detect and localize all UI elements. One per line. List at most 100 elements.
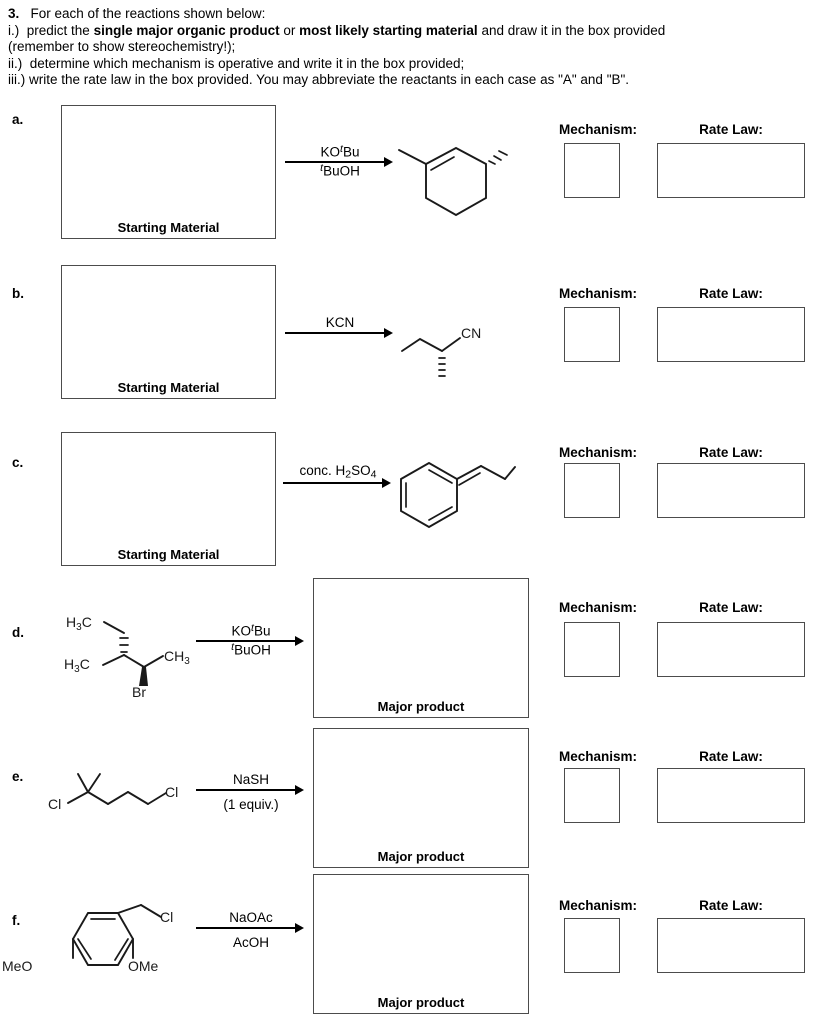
reagent-group-e: NaSH (1 equiv.)	[196, 772, 306, 812]
instruction-text-5: write the rate law in the box provided. …	[29, 72, 630, 88]
mechanism-box-b[interactable]	[564, 307, 620, 362]
instruction-index-iii: iii.)	[8, 72, 26, 88]
rate-law-label-f: Rate Law:	[699, 898, 763, 913]
row-letter-e: e.	[12, 769, 24, 784]
box-caption-e: Major product	[377, 849, 465, 864]
mechanism-box-e[interactable]	[564, 768, 620, 823]
mechanism-label-c: Mechanism:	[558, 445, 638, 460]
answer-box-starting-material-b[interactable]: Starting Material	[61, 265, 276, 399]
reagent-group-f: NaOAc AcOH	[196, 910, 306, 950]
row-letter-c: c.	[12, 455, 24, 470]
atom-label-ch3-d: CH3	[164, 648, 190, 667]
reagent-top-f: NaOAc	[229, 910, 273, 925]
mechanism-label-b: Mechanism:	[558, 286, 638, 301]
box-caption-c: Starting Material	[117, 547, 220, 562]
structure-bromomethylpentane-d: H3C H3C CH3 Br	[62, 605, 202, 700]
instruction-text-1: For each of the reactions shown below:	[30, 6, 266, 21]
instruction-index-ii: ii.)	[8, 55, 23, 71]
instruction-bold-product: single major organic product	[93, 22, 280, 38]
reagent-bottom-a: tBuOH	[285, 162, 395, 178]
reagent-d-buoh: BuOH	[234, 642, 271, 658]
answer-box-starting-material-a[interactable]: Starting Material	[61, 105, 276, 239]
reagent-top-b: KCN	[325, 315, 355, 330]
row-letter-b: b.	[12, 286, 24, 301]
structure-dichloromethylpentane-e: Cl Cl	[48, 765, 183, 823]
reagent-group-a: KOtBu tBuOH	[285, 143, 395, 179]
instruction-index-3: 3.	[8, 6, 20, 21]
reagent-a-ko: KO	[320, 144, 341, 160]
reagent-c-conc-h: conc. H	[299, 463, 346, 478]
instruction-bold-starting-material: most likely starting material	[299, 22, 478, 38]
reagent-a-t: t	[340, 143, 343, 155]
instruction-text-2e: and draw it in the box provided	[477, 22, 666, 38]
atom-label-br-d: Br	[132, 684, 146, 700]
box-caption-d: Major product	[377, 699, 465, 714]
rate-law-box-d[interactable]	[657, 622, 805, 677]
reagent-bottom-d: tBuOH	[196, 641, 306, 657]
reagent-top-d: KOtBu	[196, 622, 306, 638]
atom-label-cl-f: Cl	[160, 909, 173, 925]
instructions-block: 3. For each of the reactions shown below…	[8, 6, 820, 89]
instruction-line-2: i.) predict the single major organic pro…	[8, 23, 820, 40]
structure-dimethoxybenzyl-chloride-f: Cl OMe MeO	[2, 898, 189, 976]
reagent-c-sub4: 4	[370, 468, 377, 481]
atom-label-cn: CN	[461, 325, 481, 341]
instruction-line-1: 3. For each of the reactions shown below…	[8, 6, 820, 23]
mechanism-box-c[interactable]	[564, 463, 620, 518]
row-letter-a: a.	[12, 112, 24, 127]
reagent-d-bu: Bu	[253, 623, 271, 639]
instruction-text-2a: predict the	[26, 22, 94, 38]
mechanism-box-d[interactable]	[564, 622, 620, 677]
rate-law-box-a[interactable]	[657, 143, 805, 198]
rate-law-box-e[interactable]	[657, 768, 805, 823]
mechanism-label-d: Mechanism:	[558, 600, 638, 615]
instruction-text-2c: or	[279, 22, 300, 38]
rate-law-label-d: Rate Law:	[699, 600, 763, 615]
mechanism-label-e: Mechanism:	[558, 749, 638, 764]
reagent-top-c: conc. H2SO4	[283, 463, 393, 480]
atom-label-h3c-left-d: H3C	[64, 656, 90, 675]
wedge-bond-br-d	[139, 667, 148, 686]
instruction-line-3: (remember to show stereochemistry!);	[8, 39, 236, 55]
reagent-top-a: KOtBu	[285, 143, 395, 159]
row-letter-f: f.	[12, 913, 21, 928]
mechanism-label-f: Mechanism:	[558, 898, 638, 913]
instruction-line-5: iii.) write the rate law in the box prov…	[8, 72, 820, 89]
atom-label-cl-left-e: Cl	[48, 796, 61, 812]
reagent-bottom-f: AcOH	[232, 935, 269, 950]
reagent-a-t2: t	[320, 162, 324, 175]
box-caption-a: Starting Material	[117, 220, 220, 235]
structure-methylbutanenitrile-b: CN	[398, 312, 498, 382]
answer-box-major-product-e[interactable]: Major product	[313, 728, 529, 868]
rate-law-box-f[interactable]	[657, 918, 805, 973]
mechanism-box-f[interactable]	[564, 918, 620, 973]
structure-dimethylcyclohexene-a	[394, 132, 509, 224]
box-caption-f: Major product	[377, 995, 465, 1010]
reagent-d-t2: t	[231, 641, 235, 654]
atom-label-ome-f: OMe	[128, 958, 159, 974]
atom-label-meo-f: MeO	[2, 958, 32, 974]
answer-box-major-product-f[interactable]: Major product	[313, 874, 529, 1014]
reagent-d-ko: KO	[231, 623, 252, 639]
row-letter-d: d.	[12, 625, 24, 640]
instruction-line-4: ii.) determine which mechanism is operat…	[8, 56, 820, 73]
reagent-d-t: t	[251, 622, 254, 634]
answer-box-major-product-d[interactable]: Major product	[313, 578, 529, 718]
reagent-group-b: KCN	[285, 315, 395, 338]
box-caption-b: Starting Material	[117, 380, 220, 395]
instruction-text-4: determine which mechanism is operative a…	[29, 55, 465, 71]
rate-law-box-c[interactable]	[657, 463, 805, 518]
atom-label-h3c-top-d: H3C	[66, 614, 92, 633]
rate-law-box-b[interactable]	[657, 307, 805, 362]
structure-methylstyrene-c	[393, 455, 518, 533]
reagent-top-e: NaSH	[232, 772, 269, 787]
reagent-a-buoh: BuOH	[323, 163, 360, 179]
reagent-group-c: conc. H2SO4	[283, 463, 393, 489]
answer-box-starting-material-c[interactable]: Starting Material	[61, 432, 276, 566]
mechanism-box-a[interactable]	[564, 143, 620, 198]
rate-law-label-e: Rate Law:	[699, 749, 763, 764]
atom-label-cl-right-e: Cl	[165, 784, 178, 800]
reagent-c-so: SO	[351, 463, 371, 478]
mechanism-label-a: Mechanism:	[558, 122, 638, 137]
rate-law-label-a: Rate Law:	[699, 122, 763, 137]
